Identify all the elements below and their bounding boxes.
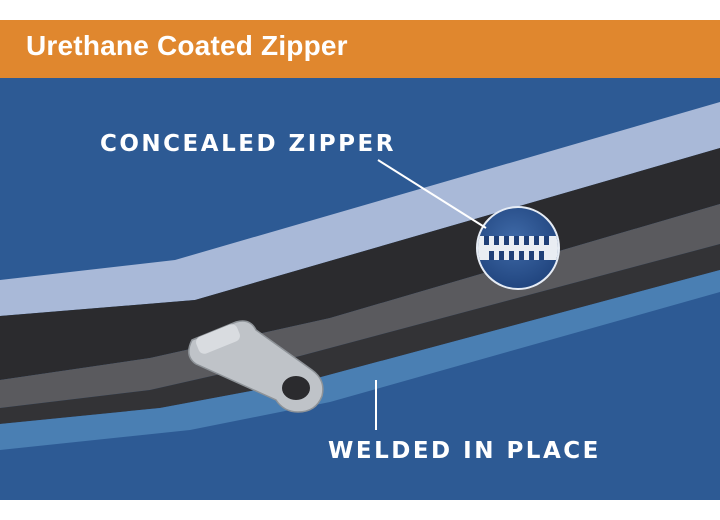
zipper-teeth-magnifier-icon <box>476 206 560 290</box>
concealed-zipper-label: CONCEALED ZIPPER <box>100 131 396 157</box>
welded-in-place-label: WELDED IN PLACE <box>328 438 601 464</box>
concealed-leader-line <box>377 159 487 229</box>
zipper-pull-icon <box>188 320 324 413</box>
zipper-tape-middle <box>0 204 720 408</box>
page-title: Urethane Coated Zipper <box>26 30 348 61</box>
zipper-tape-lower <box>0 244 720 424</box>
welded-band <box>0 270 720 450</box>
zipper-diagram <box>0 78 720 500</box>
zipper-tape-upper <box>0 148 720 380</box>
upper-fabric-band <box>0 102 720 316</box>
title-banner: Urethane Coated Zipper <box>0 20 720 78</box>
